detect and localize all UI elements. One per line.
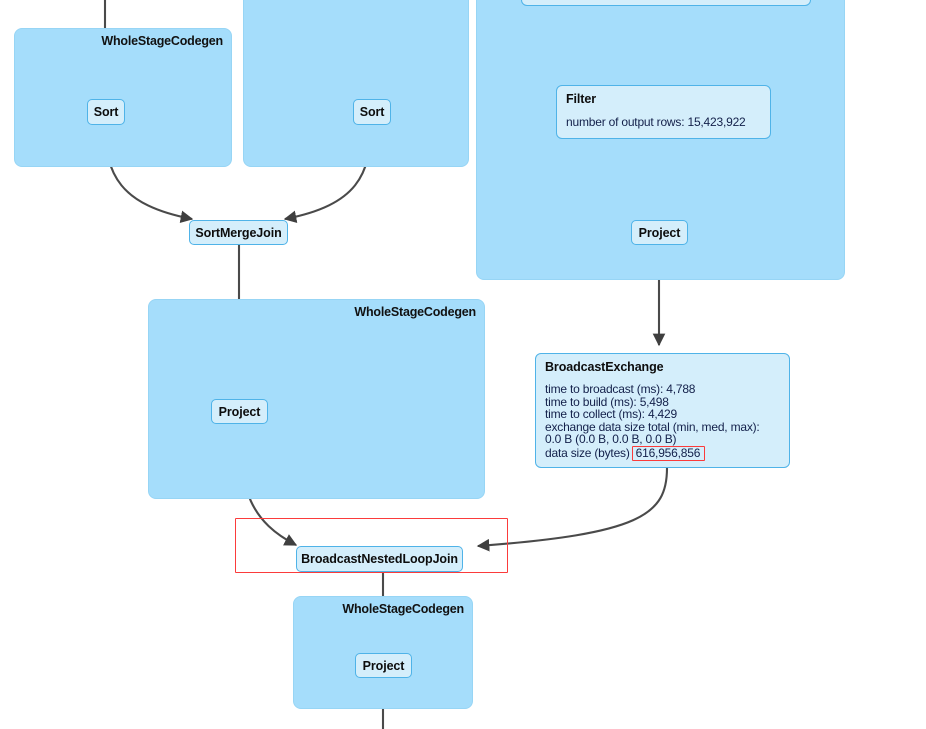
node-project-right[interactable]: Project — [631, 220, 688, 245]
node-label: Project — [218, 404, 261, 419]
node-project-bottom[interactable]: Project — [355, 653, 412, 678]
cluster-label: WholeStageCodegen — [342, 602, 464, 616]
cluster-wholestagecodegen-bottom[interactable]: WholeStageCodegen — [293, 596, 473, 709]
node-metrics: time to broadcast (ms): 4,788 time to bu… — [545, 383, 780, 461]
cluster-wholestagecodegen-left[interactable]: WholeStageCodegen — [14, 28, 232, 167]
node-sort-left[interactable]: Sort — [87, 99, 125, 125]
node-filter[interactable]: Filter number of output rows: 15,423,922 — [556, 85, 771, 139]
node-label: Project — [362, 658, 405, 673]
node-sort-right[interactable]: Sort — [353, 99, 391, 125]
highlight-rect-broadcastnestedloopjoin — [235, 518, 508, 573]
cluster-wholestagecodegen-mid-top[interactable] — [243, 0, 469, 167]
node-label: SortMergeJoin — [195, 225, 282, 240]
node-label: Sort — [359, 105, 385, 119]
node-title: Filter — [566, 92, 596, 106]
node-label: Sort — [93, 105, 119, 119]
node-label: Project — [638, 225, 681, 240]
node-metrics: number of output rows: 15,423,922 — [566, 115, 761, 129]
metric-line: time to collect (ms): 4,429 — [545, 407, 677, 422]
node-title: BroadcastExchange — [545, 360, 664, 374]
node-broadcastnestedloopjoin[interactable]: BroadcastNestedLoopJoin — [296, 546, 463, 572]
data-size-value-highlight: 616,956,856 — [631, 445, 706, 461]
data-size-label: data size (bytes) — [545, 445, 630, 460]
metric-line: 0.0 B (0.0 B, 0.0 B, 0.0 B) — [545, 432, 677, 447]
node-project-middle[interactable]: Project — [211, 399, 268, 424]
metric-line: time to broadcast (ms): 4,788 — [545, 382, 696, 396]
metric-line: time to build (ms): 5,498 — [545, 394, 669, 409]
metric-line: number of output rows: 15,423,922 — [566, 115, 746, 129]
metric-line: exchange data size total (min, med, max)… — [545, 419, 760, 434]
node-broadcastexchange[interactable]: BroadcastExchange time to broadcast (ms)… — [535, 353, 790, 468]
node-sortmergejoin[interactable]: SortMergeJoin — [189, 220, 288, 245]
cluster-label: WholeStageCodegen — [354, 305, 476, 319]
node-label: BroadcastNestedLoopJoin — [301, 552, 458, 566]
cluster-label: WholeStageCodegen — [101, 34, 223, 48]
cluster-wholestagecodegen-middle[interactable]: WholeStageCodegen — [148, 299, 485, 499]
metric-line-data-size: data size (bytes)616,956,856 — [545, 445, 780, 461]
node-top-partial[interactable] — [521, 0, 811, 6]
